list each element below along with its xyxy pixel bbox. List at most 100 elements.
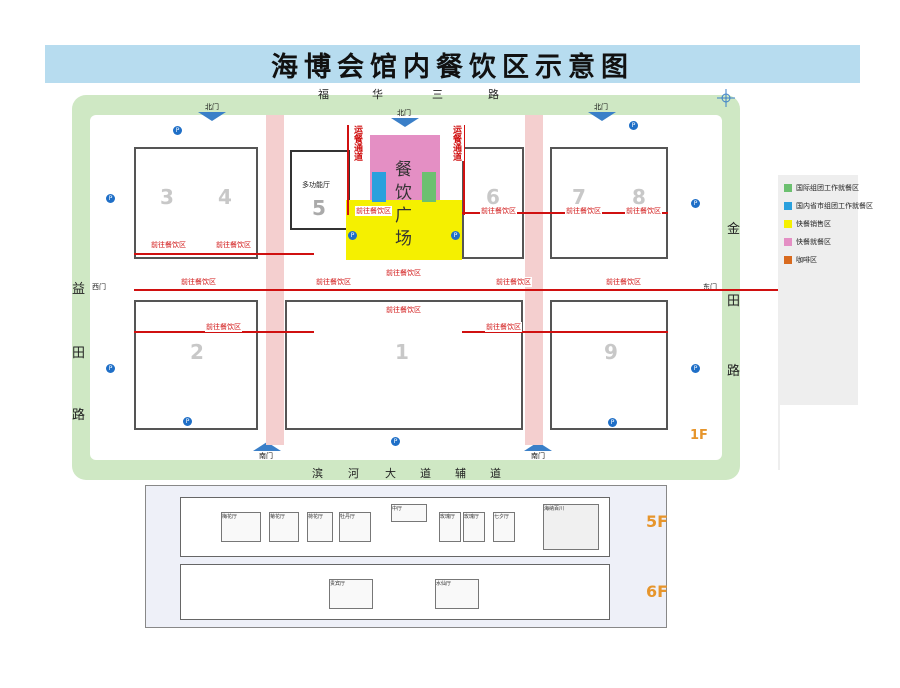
legend-item-fastfood-dining: 快餐就餐区 — [784, 237, 831, 247]
f6-room-2: 水仙厅 — [435, 579, 479, 609]
route-label-5: 前往餐饮区 — [495, 277, 532, 287]
f5-room-4: 牡丹厅 — [339, 512, 371, 542]
parking-icon-1: P — [173, 126, 182, 135]
route-label-13: 前往餐饮区 — [385, 268, 422, 278]
legend-item-fastfood-sales: 快餐销售区 — [784, 219, 831, 229]
parking-icon-9: P — [608, 418, 617, 427]
route-line-2 — [134, 289, 814, 291]
south-gate-left[interactable]: 南门 — [259, 452, 273, 460]
legend-swatch-intl — [784, 184, 792, 192]
hall-6: 6 — [462, 147, 524, 259]
north-gate-center-arrow-icon — [391, 118, 419, 127]
plaza-char-4: 场 — [395, 229, 412, 249]
legend-swatch-cafe — [784, 256, 792, 264]
legend-swatch-fastfood-dining — [784, 238, 792, 246]
f5-room-8: 七夕厅 — [493, 512, 515, 542]
legend-swatch-fastfood-sales — [784, 220, 792, 228]
hall-number-7: 7 — [572, 185, 586, 209]
route-label-1: 前往餐饮区 — [150, 240, 187, 250]
north-gate-left[interactable]: 北门 — [205, 103, 219, 111]
floor-marker-1f: 1F — [690, 428, 708, 443]
route-label-10: 前往餐饮区 — [565, 206, 602, 216]
route-label-11: 前往餐饮区 — [625, 206, 662, 216]
f6-room-1: 贵宾厅 — [329, 579, 373, 609]
map-title: 海博会馆内餐饮区示意图 — [271, 51, 634, 83]
supply-route-line-right — [463, 125, 465, 215]
legend-item-domestic: 国内省市组团工作就餐区 — [784, 201, 873, 211]
hall-number-5: 5 — [312, 196, 326, 220]
south-gate-right[interactable]: 南门 — [531, 452, 545, 460]
legend-item-cafe: 咖啡区 — [784, 255, 817, 265]
legend-blank-box — [780, 405, 858, 470]
road-west-char-3: 路 — [72, 408, 87, 423]
route-label-8: 前往餐饮区 — [485, 322, 522, 332]
hall-7-8: 7 8 — [550, 147, 668, 259]
plaza-green-area — [422, 172, 436, 202]
road-south-char-3: 大 — [385, 467, 397, 480]
north-gate-left-arrow-icon — [198, 112, 226, 121]
road-north-char-2: 华 — [372, 88, 384, 101]
route-line-3 — [134, 331, 314, 333]
f5-room-6: 玫瑰厅 — [439, 512, 461, 542]
road-east-char-3: 路 — [727, 364, 742, 379]
route-label-9: 前往餐饮区 — [480, 206, 517, 216]
hall-number-2: 2 — [190, 340, 204, 364]
south-gate-right-arrow-icon — [524, 442, 552, 451]
plaza-blue-area — [372, 172, 386, 202]
road-south-char-6: 道 — [490, 467, 502, 480]
route-label-6: 前往餐饮区 — [605, 277, 642, 287]
f5-room-1: 梅花厅 — [221, 512, 261, 542]
road-west-char-2: 田 — [72, 346, 87, 361]
road-north-char-1: 福 — [318, 88, 330, 101]
hall-9: 9 — [550, 300, 668, 430]
plaza-char-1: 餐 — [395, 160, 412, 180]
plaza-char-3: 广 — [395, 206, 412, 226]
north-gate-right-arrow-icon — [588, 112, 616, 121]
legend-item-intl: 国际组团工作就餐区 — [784, 183, 859, 193]
hall-1: 1 — [285, 300, 523, 430]
parking-icon-3: P — [106, 194, 115, 203]
f5-room-2: 菊花厅 — [269, 512, 299, 542]
hall-2: 2 — [134, 300, 258, 430]
floor-5-plan: 梅花厅 菊花厅 荷花厅 牡丹厅 中厅 玫瑰厅 玫瑰厅 七夕厅 海纳百川 — [180, 497, 610, 557]
parking-icon-7: P — [183, 417, 192, 426]
floor-6-plan: 贵宾厅 水仙厅 — [180, 564, 610, 620]
parking-icon-2: P — [629, 121, 638, 130]
east-gate[interactable]: 东门 — [703, 283, 717, 291]
north-gate-right[interactable]: 北门 — [594, 103, 608, 111]
parking-icon-8: P — [391, 437, 400, 446]
hall-number-4: 4 — [218, 185, 232, 209]
corridor-east — [525, 115, 543, 445]
floor-label-6f: 6F — [646, 582, 669, 601]
hall-number-9: 9 — [604, 340, 618, 364]
hall-number-8: 8 — [632, 185, 646, 209]
road-north-char-3: 三 — [432, 88, 444, 101]
route-line-1 — [134, 253, 314, 255]
parking-icon-6: P — [691, 364, 700, 373]
corridor-west — [266, 115, 284, 445]
hall-number-6: 6 — [486, 185, 500, 209]
south-gate-left-arrow-icon — [253, 442, 281, 451]
north-gate-center[interactable]: 北门 — [397, 109, 411, 117]
parking-icon-10: P — [348, 231, 357, 240]
supply-route-label-right: 运餐通道 — [449, 125, 464, 161]
route-label-14: 前往餐饮区 — [385, 305, 422, 315]
route-label-3: 前往餐饮区 — [180, 277, 217, 287]
road-west-char-1: 益 — [72, 282, 87, 297]
compass-icon — [717, 89, 735, 107]
hall-5-name: 多功能厅 — [302, 181, 330, 189]
hall-number-3: 3 — [160, 185, 174, 209]
west-gate[interactable]: 西门 — [92, 283, 106, 291]
route-line-5 — [462, 331, 668, 333]
road-east-char-2: 田 — [727, 294, 742, 309]
route-label-12: 前往餐饮区 — [355, 206, 392, 216]
f5-room-9: 海纳百川 — [543, 504, 599, 550]
road-south-char-1: 滨 — [312, 467, 324, 480]
parking-icon-5: P — [106, 364, 115, 373]
route-label-4: 前往餐饮区 — [315, 277, 352, 287]
road-south-char-2: 河 — [348, 467, 360, 480]
parking-icon-11: P — [451, 231, 460, 240]
supply-route-label-left: 运餐通道 — [350, 125, 365, 161]
hall-5: 多功能厅 5 — [290, 150, 350, 230]
legend-swatch-domestic — [784, 202, 792, 210]
